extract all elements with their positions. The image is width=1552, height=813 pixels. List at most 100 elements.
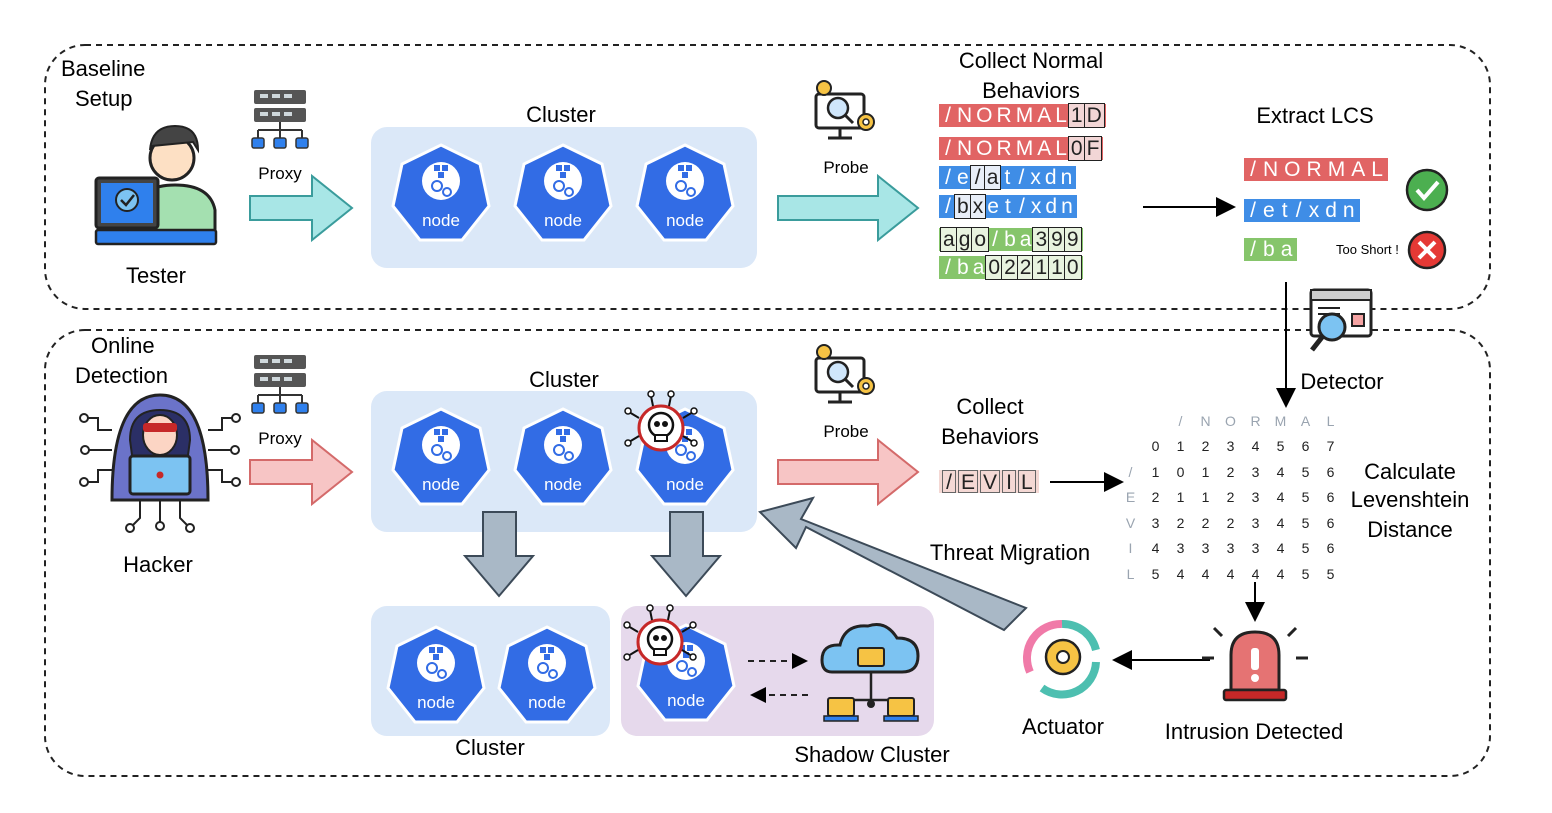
proxy-arrow-top	[249, 173, 354, 243]
node-label: node	[544, 475, 582, 494]
online-label-1: Online	[91, 333, 155, 358]
shadow-cluster-label: Shadow Cluster	[794, 742, 950, 767]
baseline-panel	[44, 44, 1491, 310]
sequence-char: 0	[1067, 136, 1086, 161]
sequence-char: L	[1018, 470, 1036, 494]
cloud-network-icon	[820, 623, 920, 722]
matrix-cell: 4	[1151, 540, 1160, 557]
sequence-char: a	[972, 256, 985, 279]
sequence-char: 9	[1048, 227, 1066, 252]
matrix-cell: 6	[1326, 540, 1335, 557]
sequence-char: M	[1327, 158, 1346, 181]
down-arrow-left	[462, 511, 536, 598]
sequence-char: A	[1037, 137, 1052, 160]
node-label: node	[667, 691, 705, 710]
matrix-cell: 5	[1293, 562, 1318, 582]
sequence-char: R	[996, 104, 1012, 127]
node-label: node	[422, 211, 460, 230]
cluster-bottom-label: Cluster	[455, 735, 525, 760]
node-label: node	[666, 475, 704, 494]
sequence-char: O	[976, 137, 993, 160]
sequence-char: e	[987, 195, 999, 218]
matrix-cell: 2	[1226, 489, 1235, 506]
sequence-char: L	[1055, 104, 1067, 127]
tester-label: Tester	[126, 263, 186, 288]
matrix-row-header: L	[1126, 565, 1135, 582]
sequence-char: n	[1342, 199, 1355, 222]
sequence-char: n	[1061, 195, 1073, 218]
matrix-cell: 5	[1151, 565, 1160, 582]
proxy-icon-top	[251, 89, 309, 149]
down-arrow-right	[649, 511, 723, 598]
probe-arrow-bottom	[777, 437, 920, 507]
sequence-char: 2	[1016, 255, 1035, 280]
sequence-char: 9	[1063, 227, 1082, 252]
sequence-char: d	[1045, 195, 1058, 218]
proxy-icon-bottom	[251, 354, 309, 414]
matrix-cell: 5	[1301, 463, 1310, 480]
online-label-2: Detection	[75, 363, 168, 388]
probe-icon-bottom	[814, 343, 876, 404]
sequence-char: /	[1250, 238, 1256, 261]
sequence-char: t	[1004, 166, 1011, 189]
matrix-cell: 4	[1251, 565, 1260, 582]
matrix-cell: 1	[1176, 489, 1185, 506]
sequence-char: /	[1018, 195, 1025, 218]
sequence-char: N	[957, 104, 973, 127]
proxy-label: Proxy	[258, 429, 302, 448]
matrix-row-header: V	[1125, 514, 1136, 531]
cluster-middle-label: Cluster	[529, 367, 599, 392]
extract-lcs-title: Extract LCS	[1256, 103, 1374, 128]
matrix-cell: 4	[1276, 489, 1285, 506]
probe-label: Probe	[823, 158, 869, 177]
sequence-char: R	[996, 137, 1012, 160]
sequence-char: O	[1284, 158, 1301, 181]
sequence-char: n	[1060, 166, 1073, 189]
matrix-col-header: R	[1250, 412, 1261, 429]
matrix-cell: 5	[1301, 489, 1310, 506]
sequence-char: 1	[1032, 255, 1051, 280]
matrix-cell: 2	[1151, 489, 1160, 506]
sequence-char: 0	[985, 255, 1004, 280]
matrix-cell: 0	[1168, 460, 1193, 480]
sequence-char: L	[1055, 137, 1067, 160]
check-icon	[1405, 168, 1449, 212]
sequence-char: /	[945, 256, 951, 279]
sequence-char: a	[1019, 228, 1032, 251]
probe-label: Probe	[823, 422, 869, 441]
matrix-cell: 2	[1201, 514, 1210, 531]
sequence-char: 1	[1048, 255, 1066, 280]
sequence-char: /	[1018, 166, 1025, 189]
sequence-char: t	[1281, 199, 1288, 222]
matrix-cell: 3	[1243, 537, 1268, 556]
collect-normal-label-1: Collect Normal	[958, 48, 1104, 73]
matrix-cell: 6	[1326, 463, 1335, 480]
matrix-cell: 2	[1226, 463, 1235, 480]
matrix-cell: 3	[1226, 438, 1235, 455]
sequence-char: /	[969, 165, 986, 190]
sequence-char: /	[1250, 158, 1256, 181]
detector-icon	[1309, 288, 1373, 352]
sequence-char: a	[940, 227, 958, 252]
levenshtein-label-1: Calculate	[1364, 459, 1456, 484]
matrix-cell: 4	[1251, 438, 1260, 455]
matrix-col-header: O	[1225, 412, 1236, 429]
matrix-cell: 5	[1276, 438, 1285, 455]
matrix-cell: 4	[1176, 565, 1185, 582]
collect-label-2: Behaviors	[941, 424, 1039, 449]
matrix-cell: 3	[1151, 514, 1160, 531]
actuator-icon	[1022, 619, 1100, 699]
matrix-row-header: /	[1128, 463, 1133, 480]
matrix-col-header: A	[1300, 412, 1311, 429]
node-label: node	[417, 693, 455, 712]
matrix-cell: 3	[1251, 514, 1260, 531]
matrix-cell: 5	[1301, 514, 1310, 531]
